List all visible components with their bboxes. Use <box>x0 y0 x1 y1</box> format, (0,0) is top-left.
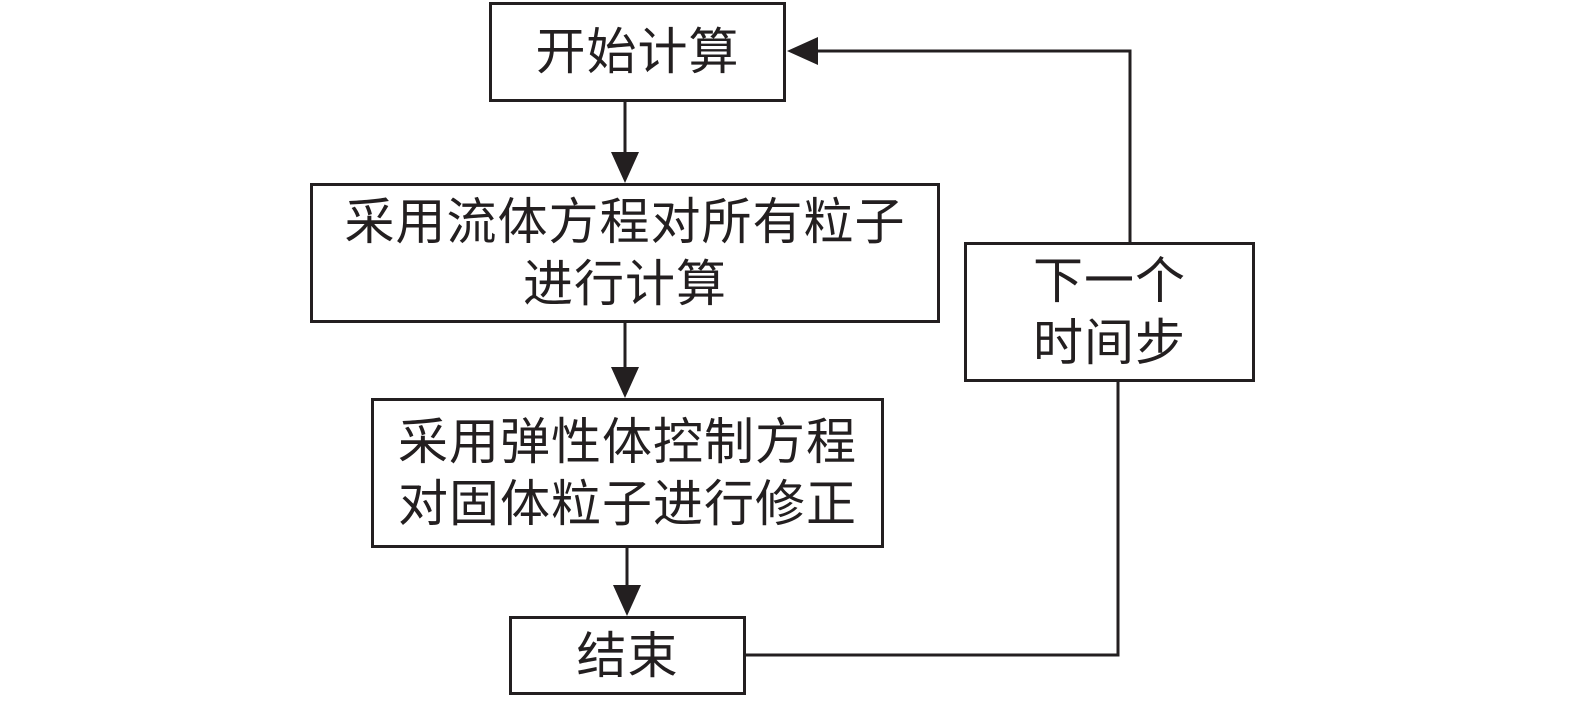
node-elastic-text-line-1: 采用弹性体控制方程 <box>398 413 857 471</box>
node-elastic: 采用弹性体控制方程 对固体粒子进行修正 <box>371 398 884 548</box>
arrowhead-fluid-to-elastic <box>611 367 639 398</box>
node-fluid: 采用流体方程对所有粒子 进行计算 <box>310 183 940 323</box>
node-next-step: 下一个 时间步 <box>964 242 1255 382</box>
arrowhead-elastic-to-end <box>613 585 641 616</box>
node-end-text: 结束 <box>576 626 679 685</box>
node-elastic-text-line-2: 对固体粒子进行修正 <box>398 475 857 533</box>
node-end: 结束 <box>509 616 746 695</box>
arrowhead-next-to-start <box>787 37 818 65</box>
connector-end-to-next <box>746 381 1120 657</box>
arrowhead-start-to-fluid <box>611 152 639 183</box>
node-start-text: 开始计算 <box>535 23 740 81</box>
node-next-step-text-line-2: 时间步 <box>1033 314 1186 372</box>
connector-next-to-start <box>812 49 1132 242</box>
node-fluid-text-line-1: 采用流体方程对所有粒子 <box>344 193 906 251</box>
node-next-step-text-line-1: 下一个 <box>1033 252 1186 310</box>
node-start: 开始计算 <box>489 2 786 102</box>
node-fluid-text-line-2: 进行计算 <box>523 255 727 313</box>
